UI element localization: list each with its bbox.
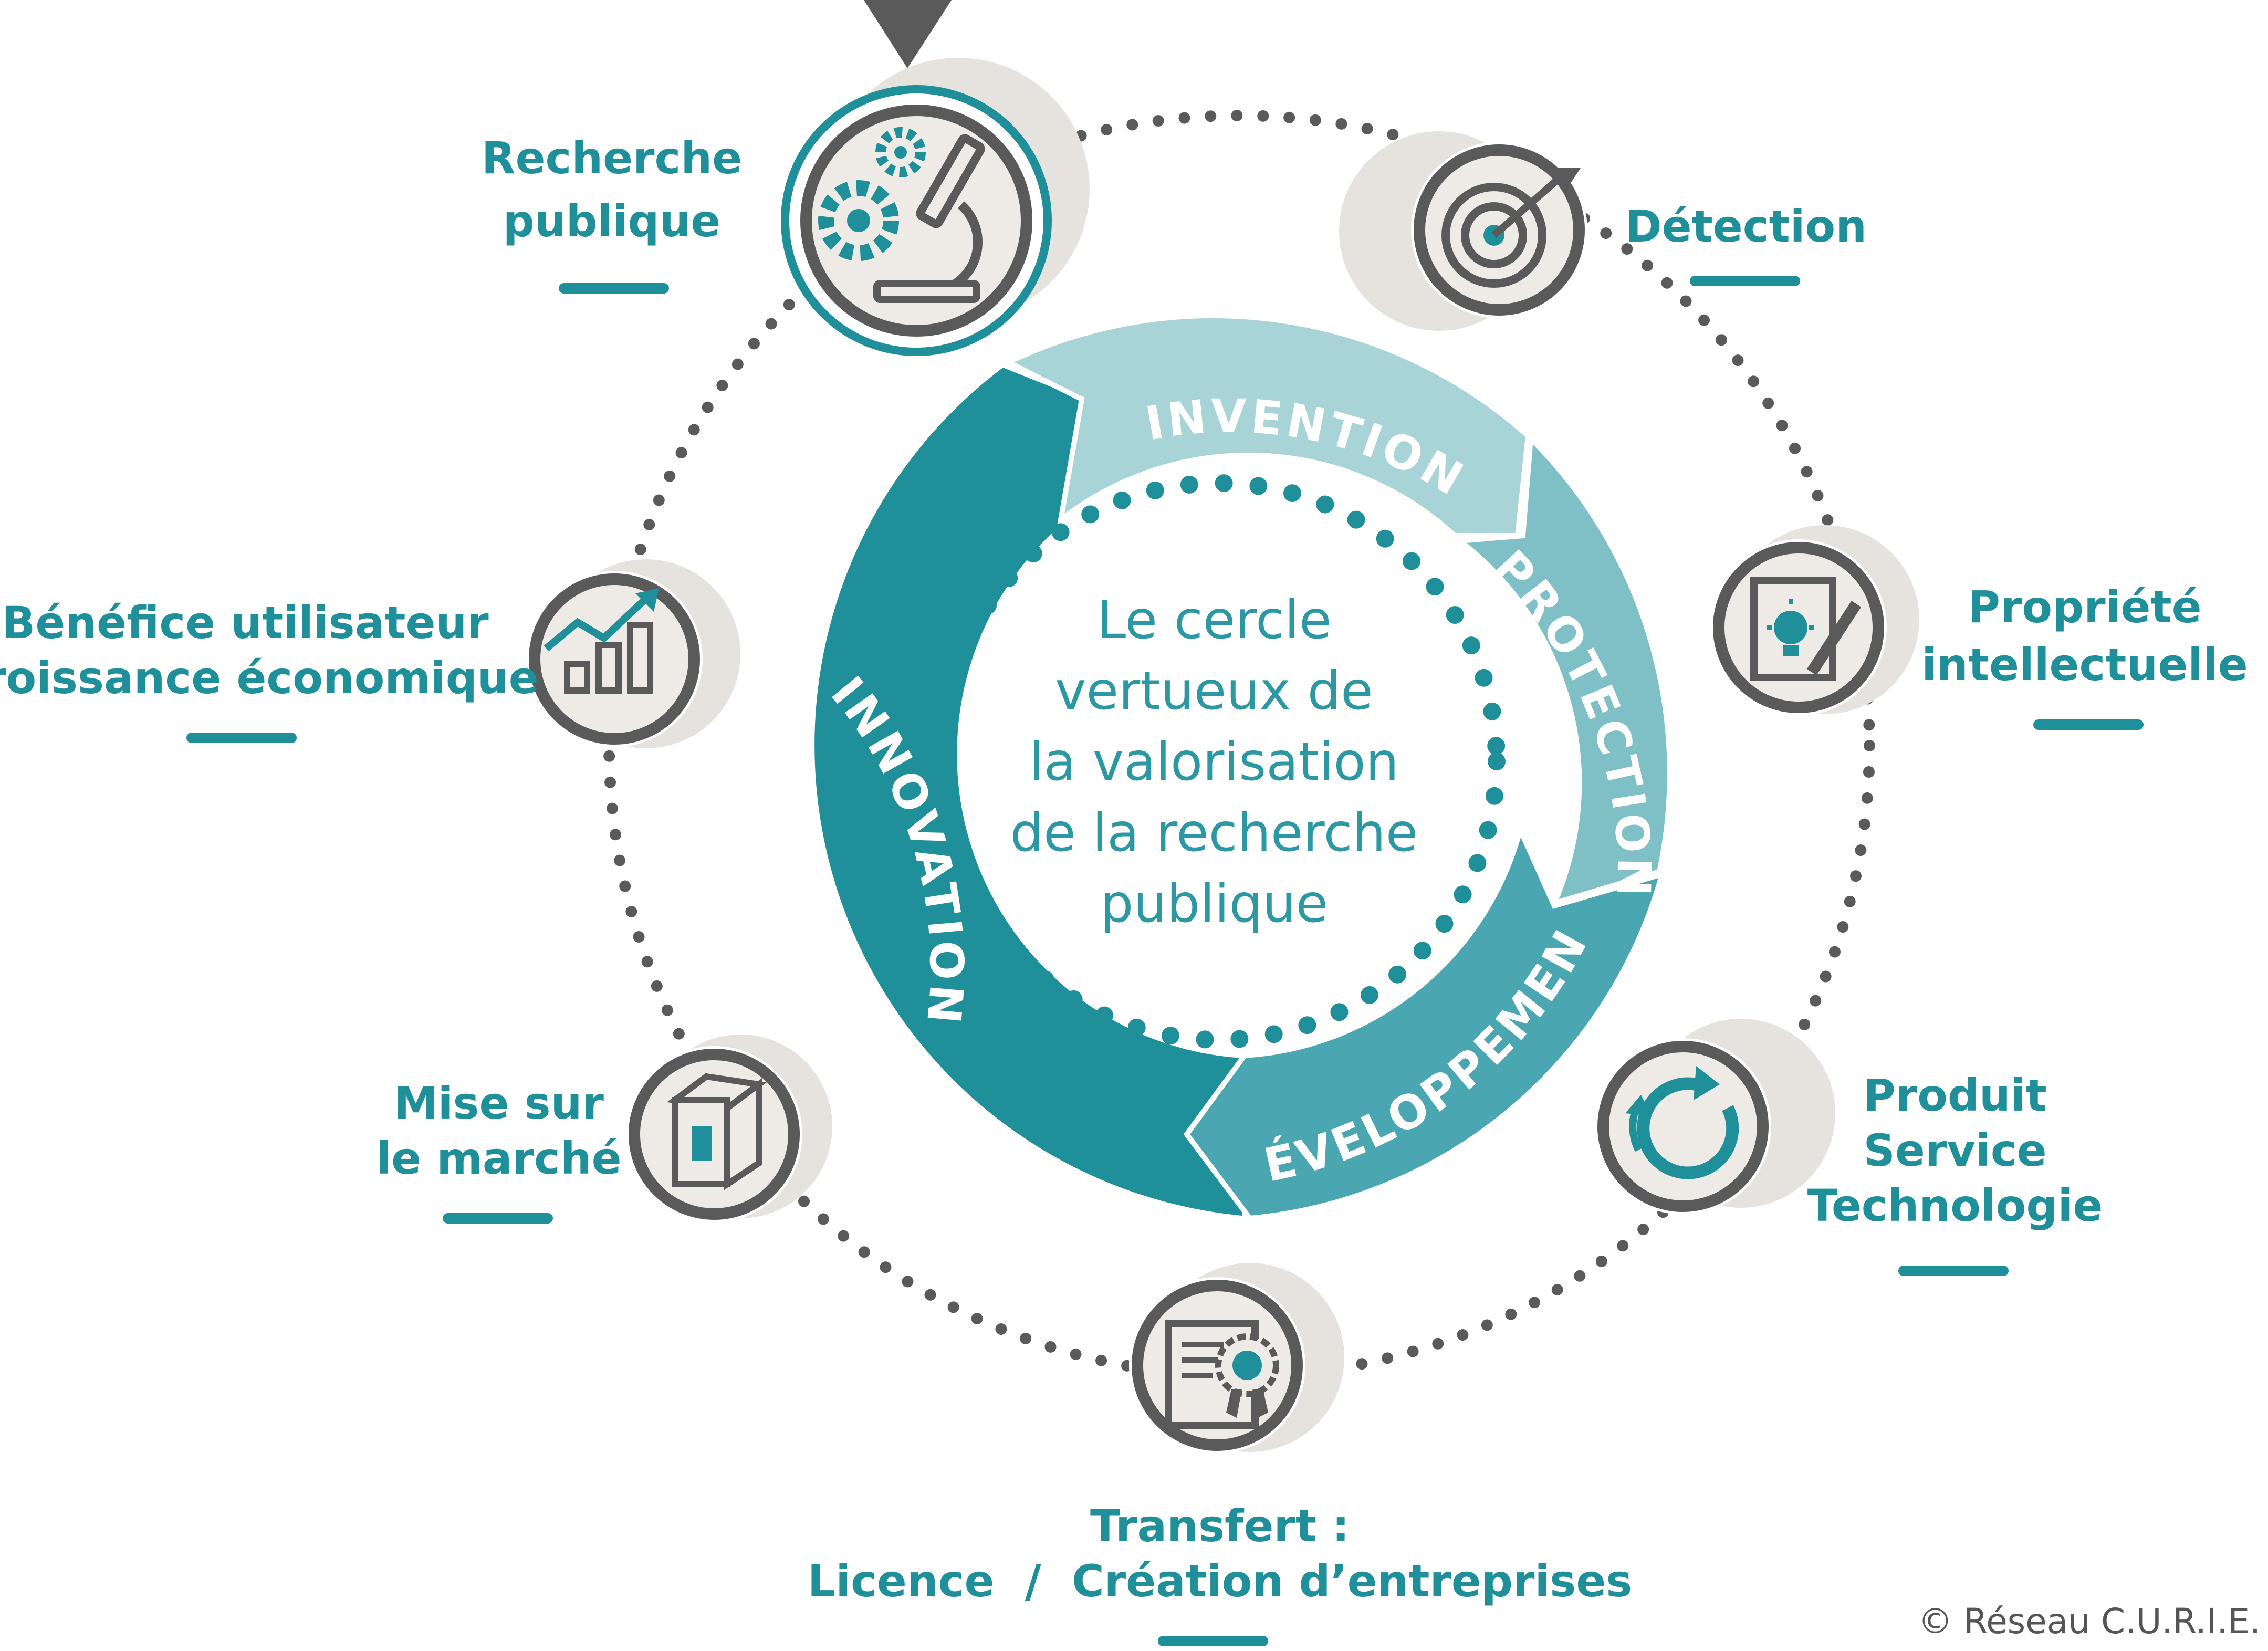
step-underline <box>443 1213 553 1224</box>
step-label-produit: Produit Service Technologie <box>1807 1070 2103 1276</box>
inner-dotted-circle <box>931 474 1506 1049</box>
microscope-gears-icon <box>818 127 985 303</box>
step-label-detection: Détection <box>1625 201 1867 286</box>
step-underline <box>559 283 669 294</box>
step-label-benefice-line-2: Croissance économique <box>0 652 539 704</box>
certificate-icon <box>1165 1320 1279 1429</box>
step-label-propriete-line-1: Propriété <box>1968 581 2201 633</box>
step-underline <box>1690 276 1800 286</box>
step-node-detection <box>1339 131 1587 331</box>
center-line-3: la valorisation <box>1029 731 1399 792</box>
outer-dotted-ring <box>603 110 1875 1382</box>
product-box-icon <box>666 1073 767 1190</box>
center-line-1: Le cercle <box>1097 589 1332 651</box>
step-label-transfert-line-2: Licence / Création d’entreprises <box>808 1555 1632 1607</box>
ring-segment-protection <box>1452 432 1673 907</box>
step-underline <box>186 733 297 743</box>
step-label-produit-line-1: Produit <box>1863 1070 2047 1121</box>
step-node-produit <box>1595 1019 1835 1215</box>
step-label-propriete-line-2: intellectuelle <box>1921 639 2248 691</box>
step-label-propriete: Propriété intellectuelle <box>1921 581 2248 730</box>
step-label-detection-line-1: Détection <box>1625 201 1867 252</box>
step-label-transfert-line-1: Transfert : <box>1090 1500 1350 1552</box>
step-label-marche: Mise sur le marché <box>376 1078 622 1224</box>
step-label-produit-line-3: Technologie <box>1807 1180 2103 1231</box>
refresh-cycle-icon <box>1625 1066 1739 1179</box>
step-label-marche-line-2: le marché <box>376 1133 621 1184</box>
center-line-5: publique <box>1100 873 1328 934</box>
step-node-propriete <box>1710 525 1919 716</box>
step-label-benefice: Bénéfice utilisateur Croissance économiq… <box>0 597 539 743</box>
start-pointer-triangle <box>864 0 952 68</box>
step-node-benefice <box>526 559 740 748</box>
center-title: Le cercle vertueux de la valorisation de… <box>1010 589 1418 934</box>
step-node-recherche <box>781 58 1090 356</box>
ring-segment-developpement <box>1183 822 1666 1221</box>
target-arrow-icon <box>1441 168 1581 288</box>
ring-segment-innovation <box>814 368 1242 1216</box>
copyright-credit: © Réseau C.U.R.I.E. <box>1918 1601 2261 1642</box>
step-label-transfert: Transfert : Licence / Création d’entrepr… <box>808 1500 1632 1646</box>
step-label-recherche: Recherche publique <box>482 132 742 294</box>
step-underline <box>1898 1266 2009 1276</box>
step-label-recherche-line-2: publique <box>503 195 721 247</box>
center-line-2: vertueux de <box>1055 660 1373 722</box>
patent-document-icon <box>1750 577 1862 681</box>
step-node-transfert <box>1129 1263 1344 1454</box>
center-line-4: de la recherche <box>1010 802 1418 863</box>
step-label-recherche-line-1: Recherche <box>482 132 742 184</box>
step-label-benefice-line-1: Bénéfice utilisateur <box>2 597 489 649</box>
step-node-marche <box>626 1035 832 1222</box>
step-label-marche-line-1: Mise sur <box>394 1078 604 1129</box>
growth-chart-icon <box>544 588 659 694</box>
step-label-produit-line-2: Service <box>1863 1125 2046 1176</box>
step-underline <box>2033 719 2144 730</box>
step-underline <box>1158 1636 1268 1646</box>
